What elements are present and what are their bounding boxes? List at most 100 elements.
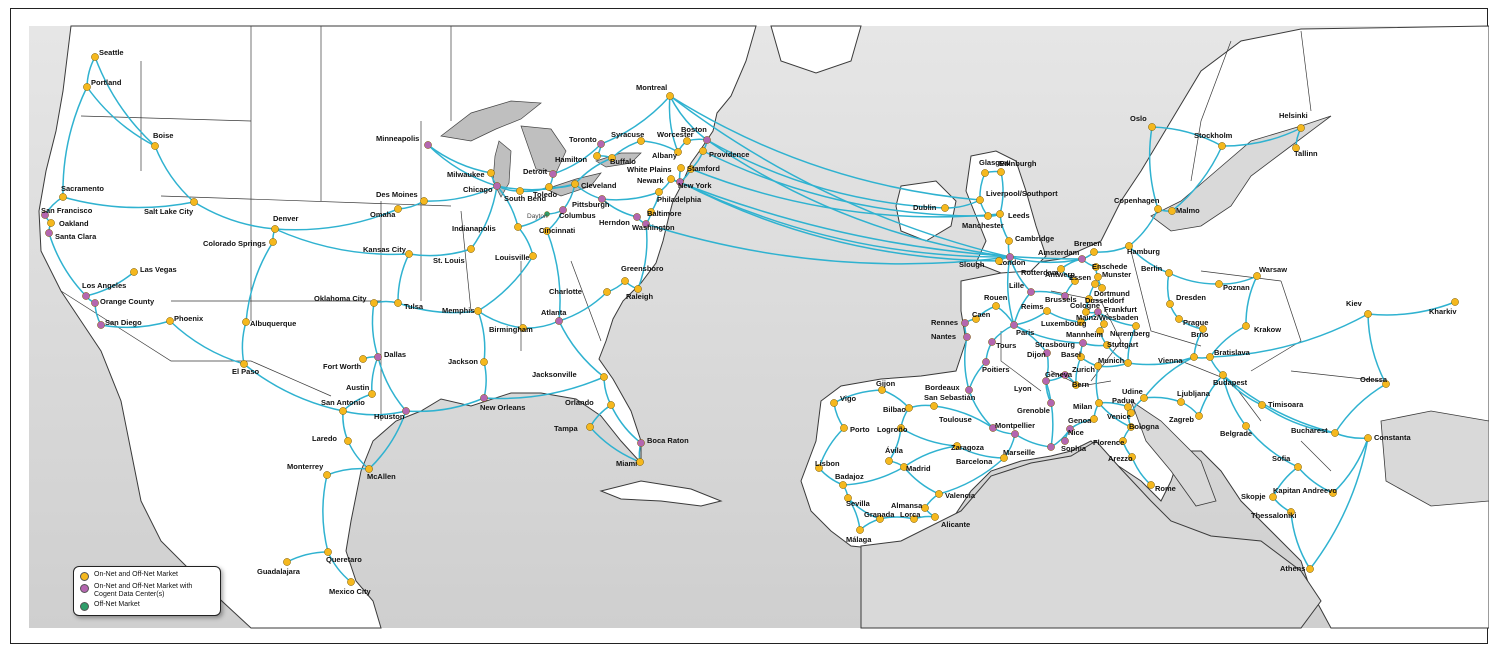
city-phoenix: Phoenix [166, 314, 204, 325]
city-label: Seattle [99, 48, 124, 57]
city-label: Sofia [1272, 454, 1291, 463]
city-label: Guadalajara [257, 567, 301, 576]
city-bilbao: Bilbao [883, 404, 913, 414]
city-fort-worth: Fort Worth [323, 355, 367, 371]
city-enschede: Enschede [1092, 262, 1127, 271]
route-segment [1151, 126, 1223, 147]
route-segment [322, 474, 329, 553]
city-label: Vienna [1158, 356, 1183, 365]
city-label: Munster [1102, 270, 1131, 279]
city-label: Basel [1061, 350, 1081, 359]
city-marker [607, 401, 615, 409]
city-label: Kansas City [363, 245, 407, 254]
city-label: Sophia [1061, 444, 1087, 453]
city-marker [1005, 237, 1013, 245]
city-manchester: Manchester [962, 212, 1004, 230]
city-marker [1297, 124, 1305, 132]
city-granada: Granada [864, 510, 895, 523]
city-label: Rotterdam [1021, 268, 1059, 277]
city-label: Lille [1009, 281, 1024, 290]
city-london: London [998, 253, 1026, 267]
city-marker [953, 442, 961, 450]
city-marker [1253, 272, 1261, 280]
city-label: Nice [1068, 428, 1084, 437]
city-marker [677, 164, 685, 172]
city-label: Lorca [900, 510, 921, 519]
city-tulsa: Tulsa [394, 299, 424, 311]
city-label: Atlanta [541, 308, 567, 317]
city-marker [1094, 273, 1102, 281]
city-label: San Sebastián [924, 393, 976, 402]
city-marker [394, 205, 402, 213]
city-marker [586, 423, 594, 431]
city-ljubljana: Ljubljana [1177, 389, 1211, 406]
route-segment [100, 320, 171, 329]
city-marker [474, 307, 482, 315]
city-skopje: Skopje [1241, 492, 1277, 501]
city-marker [47, 219, 55, 227]
city-label: Oklahoma City [314, 294, 367, 303]
route-segment [342, 410, 407, 416]
city-marker [608, 154, 616, 162]
city-essen: Essen [1069, 273, 1099, 288]
city-label: Reims [1021, 302, 1044, 311]
city-marker [151, 142, 159, 150]
city-nuremberg: Nuremberg [1110, 322, 1150, 338]
city-marker [344, 437, 352, 445]
city-marker [876, 515, 884, 523]
route-segment [690, 168, 1001, 218]
city-label: Poitiers [982, 365, 1010, 374]
city-slough: Slough [959, 257, 1003, 269]
city-label: Worcester [657, 130, 694, 139]
city-thessaloniki: Thessaloniki [1251, 508, 1296, 520]
city-marker [45, 229, 53, 237]
city-luxembourg: Luxembourg [1041, 318, 1087, 328]
route-segment [558, 291, 608, 322]
city-lisbon: Lisbon [815, 459, 840, 472]
city-marker [972, 315, 980, 323]
city-buffalo: Buffalo [608, 154, 636, 166]
city-label: Colorado Springs [203, 239, 266, 248]
city-tampa: Tampa [554, 423, 594, 433]
city-marker [359, 355, 367, 363]
city-chicago: Chicago [463, 182, 501, 194]
city-label: Rennes [931, 318, 958, 327]
city-marker [467, 245, 475, 253]
city-label: Toledo [533, 190, 557, 199]
city-marker [283, 558, 291, 566]
city-marker [905, 404, 913, 412]
city-marker [856, 526, 864, 534]
city-label: Jackson [448, 357, 478, 366]
legend-item-on-net: On-Net and Off-Net Market [80, 571, 214, 581]
route-segment [668, 95, 679, 153]
route-segment [1334, 383, 1387, 434]
baltic-sea [1150, 115, 1332, 232]
city-marker [1199, 325, 1207, 333]
city-monterrey: Monterrey [287, 462, 331, 479]
city-liverpool-southport: Liverpool/Southport [976, 189, 1058, 204]
route-segment [679, 181, 1011, 258]
city-malmo: Malmo [1168, 206, 1200, 215]
city-label: Malmo [1176, 206, 1200, 215]
city-marker [995, 257, 1003, 265]
city-label: Antwerp [1045, 270, 1075, 279]
city-marker [593, 152, 601, 160]
city-label: Glasgow [979, 158, 1010, 167]
city-pittsburgh: Pittsburgh [572, 195, 610, 209]
city-madrid: Madrid [900, 463, 931, 473]
city-caen: Caen [972, 310, 991, 323]
city-jackson: Jackson [448, 357, 488, 366]
city-milan: Milan [1073, 399, 1103, 411]
city-marker [555, 317, 563, 325]
city-marker [666, 92, 674, 100]
city-paris: Paris [1010, 321, 1034, 337]
city-marker [683, 137, 691, 145]
city-label: Raleigh [626, 292, 654, 301]
city-marker [1140, 394, 1148, 402]
city-san-sebasti-n: San Sebastián [924, 393, 976, 410]
city-prague: Prague [1175, 315, 1208, 327]
city-marker [82, 292, 90, 300]
city-columbus: Columbus [559, 206, 596, 220]
city-white-plains: White Plains [627, 164, 685, 174]
city-label: Porto [850, 425, 870, 434]
